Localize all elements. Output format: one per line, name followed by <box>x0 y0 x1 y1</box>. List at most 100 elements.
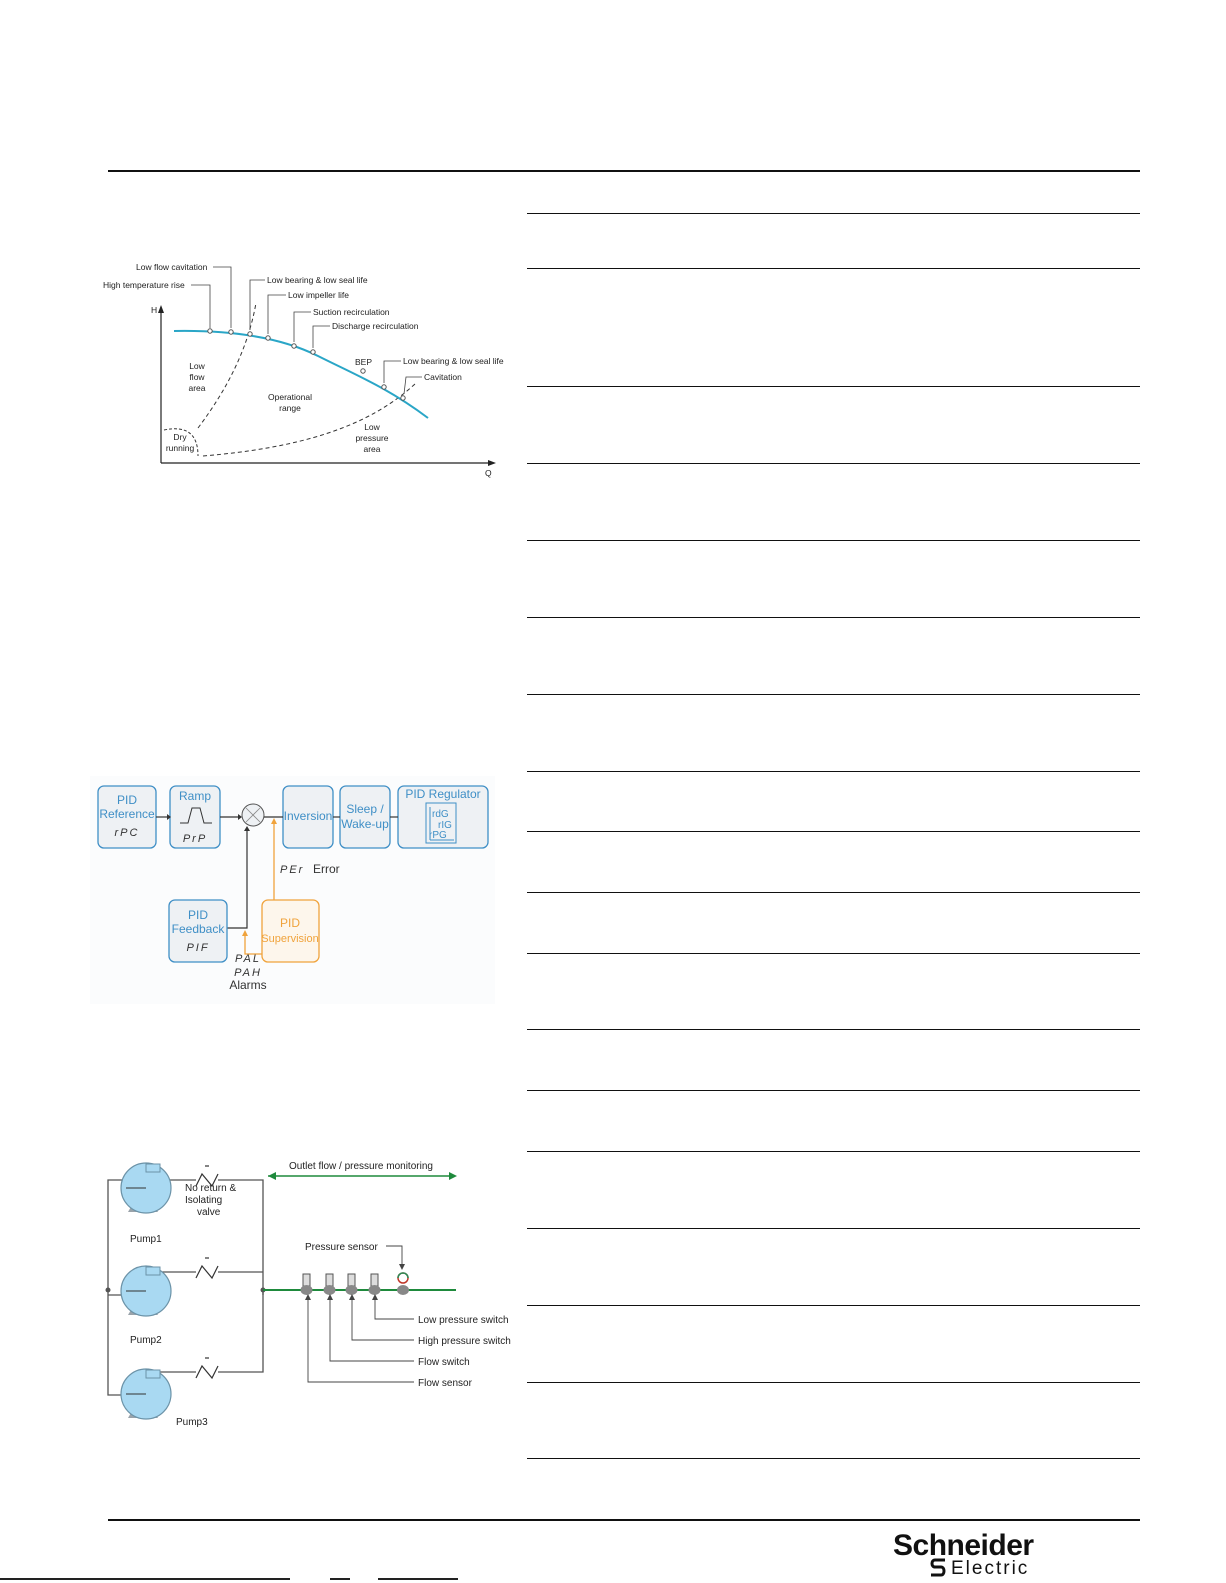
pid-supervision-line1: PID <box>280 916 300 930</box>
flow-sensor-label: Flow sensor <box>418 1378 473 1389</box>
pump1-label: Pump1 <box>130 1234 162 1245</box>
table-row-divider <box>527 213 1140 214</box>
pid-feedback-line2: Feedback <box>172 922 226 936</box>
pid-reference-code: rPC <box>115 827 140 839</box>
sleep-label-line2: Wake-up <box>341 817 389 831</box>
low-pressure-switch-label: Low pressure switch <box>418 1315 509 1326</box>
area-operational-line2: range <box>279 403 301 413</box>
valve-label-line3: valve <box>197 1207 221 1218</box>
pid-feedback-code: PIF <box>186 942 209 954</box>
pid-feedback-block: PID Feedback PIF <box>168 899 228 963</box>
logo-electric: Electric <box>951 1558 1030 1579</box>
label-suction-recirculation: Suction recirculation <box>313 307 390 317</box>
pressure-sensor-icon <box>397 1272 409 1295</box>
area-low-pressure-line1: Low <box>364 422 380 432</box>
leader-line <box>213 266 232 328</box>
leader-line <box>293 311 311 342</box>
valve-label-line2: Isolating <box>185 1195 222 1206</box>
scan-artifact <box>0 1578 290 1580</box>
q-axis-arrow-icon <box>488 460 496 466</box>
table-row-divider <box>527 694 1140 695</box>
table-row-divider <box>527 953 1140 954</box>
sleep-wakeup-block: Sleep / Wake-up <box>339 785 391 849</box>
label-discharge-recirculation: Discharge recirculation <box>332 321 419 331</box>
pid-supervision-line2: Supervision <box>261 933 318 945</box>
table-row-divider <box>527 540 1140 541</box>
table-row-divider <box>527 1029 1140 1030</box>
high-pressure-switch-label: High pressure switch <box>418 1336 511 1347</box>
pid-supervision-block: PID Supervision <box>261 899 320 963</box>
label-cavitation: Cavitation <box>424 372 462 382</box>
pump-system-diagram: Pump1 Pump2 Pump3 No return & Isolating … <box>105 1161 511 1428</box>
label-low-impeller-life: Low impeller life <box>288 290 349 300</box>
curve-marker <box>381 384 387 390</box>
table-row-divider <box>527 1458 1140 1459</box>
label-low-flow-cavitation: Low flow cavitation <box>136 262 208 272</box>
area-operational-line1: Operational <box>268 392 312 402</box>
leader-flow-switch <box>329 1296 414 1362</box>
outlet-pipe-3b <box>218 1290 264 1373</box>
low-flow-boundary <box>197 302 257 429</box>
pid-regulator-label: PID Regulator <box>405 787 480 801</box>
axis-q-label: Q <box>485 468 492 478</box>
ramp-code: PrP <box>183 833 207 845</box>
pump2-label: Pump2 <box>130 1335 162 1346</box>
check-valve-2-icon <box>195 1257 219 1280</box>
bep-marker <box>360 368 366 374</box>
regulator-graph-icon <box>425 802 457 844</box>
pid-regulator-block: PID Regulator rdG rIG rPG <box>397 785 489 849</box>
valve-label-line1: No return & <box>185 1183 236 1194</box>
leader-line <box>191 284 211 328</box>
flow-switch-icon <box>323 1273 336 1295</box>
pid-block-diagram: PID Reference rPC Ramp PrP Inversion Sle… <box>90 776 495 1004</box>
table-row-divider <box>527 1305 1140 1306</box>
inversion-label: Inversion <box>284 809 333 823</box>
low-pressure-switch-icon <box>368 1273 381 1295</box>
axis-h-label: H <box>151 305 157 315</box>
pid-feedback-line1: PID <box>188 908 208 922</box>
h-axis-arrow-icon <box>158 305 164 313</box>
label-high-temperature-rise: High temperature rise <box>103 280 185 290</box>
error-code: PEr <box>280 864 304 876</box>
ramp-block: Ramp PrP <box>169 785 221 849</box>
table-row-divider <box>527 1090 1140 1091</box>
check-valve-3-icon <box>195 1357 219 1380</box>
table-row-divider <box>527 268 1140 269</box>
flow-sensor-icon <box>300 1273 313 1295</box>
leader-pressure-sensor <box>386 1245 403 1268</box>
leader-flow-sensor <box>307 1296 414 1383</box>
table-row-divider <box>527 831 1140 832</box>
check-valve-1-icon <box>195 1165 219 1188</box>
pid-reference-line2: Reference <box>99 807 155 821</box>
curve-marker <box>265 335 271 341</box>
area-low-flow-line1: Low <box>189 361 205 371</box>
leader-line <box>267 294 286 334</box>
table-row-divider <box>527 463 1140 464</box>
dry-running-boundary <box>163 428 199 457</box>
flow-switch-label: Flow switch <box>418 1357 470 1368</box>
leader-low-pressure-switch <box>374 1296 414 1320</box>
curve-marker <box>400 395 406 401</box>
alarm-code-pal: PAL <box>235 953 261 965</box>
header-rule <box>108 170 1140 172</box>
outlet-monitoring-label: Outlet flow / pressure monitoring <box>289 1161 433 1172</box>
param-rig: rIG <box>438 820 452 831</box>
leader-line <box>249 279 265 330</box>
pressure-sensor-label: Pressure sensor <box>305 1242 378 1253</box>
curve-marker <box>228 329 234 335</box>
curve-marker <box>207 328 213 334</box>
ramp-label: Ramp <box>179 789 211 803</box>
param-rdg: rdG <box>432 809 449 820</box>
area-low-pressure-line3: area <box>363 444 380 454</box>
table-row-divider <box>527 771 1140 772</box>
pump2-icon <box>120 1265 172 1317</box>
area-low-pressure-line2: pressure <box>355 433 388 443</box>
table-row-divider <box>527 1382 1140 1383</box>
curve-marker <box>310 349 316 355</box>
area-dry-running-line1: Dry <box>173 432 187 442</box>
high-pressure-switch-icon <box>345 1273 358 1295</box>
scan-artifact <box>330 1578 350 1580</box>
inversion-block: Inversion <box>282 785 334 849</box>
footer-rule <box>108 1519 1140 1521</box>
table-row-divider <box>527 1228 1140 1229</box>
